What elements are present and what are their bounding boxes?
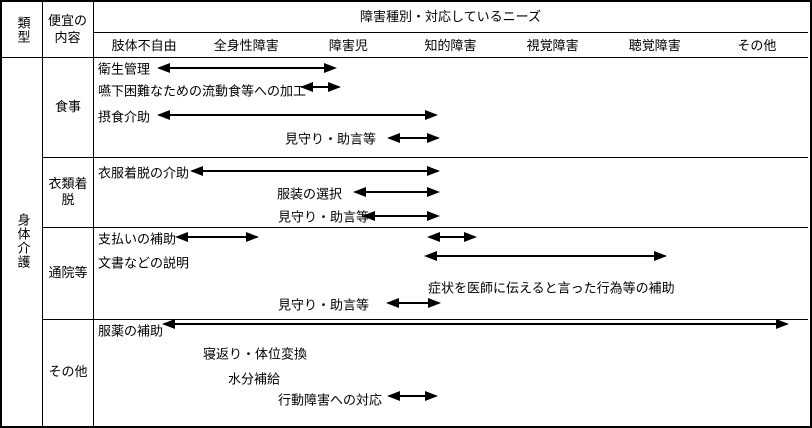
item-label: 服装の選択 [277, 186, 343, 202]
range-arrow [362, 211, 440, 221]
section-label-text: その他 [48, 364, 88, 380]
grid-vline-content [93, 2, 94, 426]
section-label: 通院等 [43, 227, 93, 319]
item-label: 症状を医師に伝えると言った行為等の補助 [428, 280, 675, 296]
range-arrow-line [426, 255, 665, 257]
item-label: 衣服着脱の介助 [98, 165, 190, 181]
range-arrow-line [364, 215, 438, 217]
item-label: 見守り・助言等 [278, 297, 370, 313]
item-label: 支払いの補助 [98, 231, 177, 247]
column-header-2: 全身性障害 [213, 38, 279, 53]
range-arrow [387, 133, 440, 143]
type-header-cell: 類型 [2, 2, 42, 57]
grid-hline-section [42, 157, 808, 158]
range-arrow [162, 319, 789, 329]
needs-header-cell: 障害種別・対応しているニーズ [93, 2, 808, 32]
section-label: その他 [43, 319, 93, 426]
item-label: 服薬の補助 [98, 323, 164, 339]
range-arrow [427, 232, 477, 242]
needs-header-label: 障害種別・対応しているニーズ [360, 8, 541, 24]
range-arrow-line [389, 395, 436, 397]
range-arrow [190, 166, 440, 176]
disability-column-headers: 肢体不自由 全身性障害 障害児 知的障害 視覚障害 聴覚障害 その他 [93, 32, 808, 57]
section-label-text: 食事 [54, 98, 81, 114]
grid-hline-header-bottom [2, 57, 808, 58]
content-header-cell: 便宜の内容 [42, 2, 93, 57]
range-arrow-line [302, 86, 339, 88]
grid-hline-section [42, 227, 808, 228]
range-arrow [175, 232, 259, 242]
range-arrow [386, 298, 441, 308]
range-arrow-line [429, 236, 475, 238]
column-header-6: 聴覚障害 [628, 38, 681, 53]
range-arrow-line [159, 114, 436, 116]
item-label: 水分補給 [228, 371, 281, 387]
range-arrow-line [159, 67, 335, 69]
type-header-label: 類型 [15, 15, 31, 44]
range-arrow-line [192, 170, 438, 172]
range-arrow-line [389, 137, 438, 139]
grid-hline-section [42, 319, 808, 320]
range-arrow [424, 251, 667, 261]
range-arrow [300, 82, 341, 92]
range-arrow-line [177, 236, 257, 238]
range-arrow-line [388, 302, 439, 304]
column-header-3: 障害児 [328, 38, 368, 53]
column-header-4: 知的障害 [424, 38, 477, 53]
range-arrow-line [164, 323, 787, 325]
section-label: 衣類着脱 [43, 157, 93, 227]
section-label-text: 衣類着脱 [48, 175, 88, 207]
section-label-text: 通院等 [48, 264, 88, 280]
item-label: 文書などの説明 [98, 255, 190, 271]
item-label: 摂食介助 [98, 109, 151, 125]
item-label: 寝返り・体位変換 [203, 346, 308, 362]
range-arrow-line [355, 191, 438, 193]
grid-vline-type [42, 2, 43, 426]
item-label: 見守り・助言等 [285, 131, 377, 147]
category-cell: 身体介護 [2, 57, 42, 424]
item-label: 行動障害への対応 [278, 392, 383, 408]
content-header-label: 便宜の内容 [47, 12, 87, 45]
column-header-5: 視覚障害 [526, 38, 579, 53]
range-arrow [353, 187, 440, 197]
grid-hline-subheader [93, 32, 808, 33]
column-header-1: 肢体不自由 [111, 38, 177, 53]
item-label: 衛生管理 [98, 61, 151, 77]
item-label: 見守り・助言等 [278, 209, 370, 225]
range-arrow [157, 63, 337, 73]
section-label: 食事 [43, 57, 93, 157]
column-header-7: その他 [737, 38, 777, 53]
range-arrow [387, 391, 438, 401]
item-label: 嚥下困難なための流動食等への加工 [98, 83, 307, 99]
range-arrow [157, 110, 438, 120]
category-label: 身体介護 [15, 212, 31, 269]
